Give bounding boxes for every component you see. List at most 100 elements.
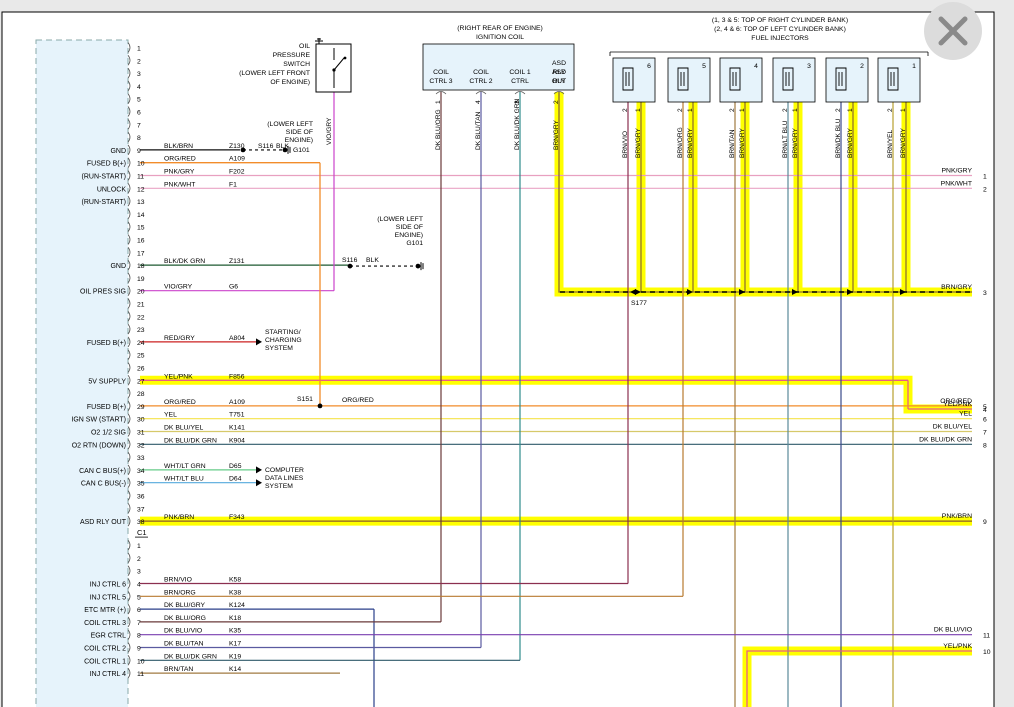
pcm-pin-label: CAN C BUS(+)	[79, 468, 126, 475]
pin-number: 3	[137, 569, 141, 576]
wire-end-label: BRN/GRY	[941, 284, 972, 291]
coil-pin-label: RLY	[553, 78, 566, 85]
wire-color-label: BRN/GRY	[739, 127, 746, 158]
pcm-pin-label: FUSED B(+)	[87, 404, 126, 411]
close-x-icon	[938, 16, 968, 46]
pin-number: 1	[435, 100, 442, 104]
wire-end-label: DK BLU/YEL	[933, 424, 973, 431]
wire-circuit-label: F1	[229, 181, 237, 188]
system-label: STARTING/	[265, 329, 301, 336]
pin-number: 34	[137, 468, 145, 475]
pcm-pin-label: (RUN-START)	[82, 199, 126, 206]
pin-notch	[127, 477, 131, 488]
wire-color-label: BRN/ORG	[677, 127, 684, 158]
wire-color-label: DK BLU/DK GRN	[164, 437, 217, 444]
bus-arrow	[630, 289, 636, 295]
pin-notch	[127, 247, 131, 258]
pcm-pin-label: IGN SW (START)	[71, 417, 126, 424]
pin-notch	[127, 195, 131, 207]
location-label: (LOWER LEFT	[377, 216, 423, 223]
pin-number: 1	[792, 108, 799, 112]
location-label: ENGINE)	[285, 137, 313, 144]
pcm-pin-label: O2 1/2 SIG	[91, 430, 126, 437]
pcm-module	[35, 39, 129, 707]
wire-color-label: BRN/LT BLU	[782, 120, 789, 158]
pin-notch	[127, 272, 131, 284]
coil-pin-label: OUT	[552, 78, 566, 85]
injector-number: 5	[702, 63, 706, 70]
pcm-pin-label: INJ CTRL 5	[90, 594, 126, 601]
pin-notch	[127, 157, 131, 168]
close-button[interactable]	[924, 2, 982, 60]
pin-number: 1	[687, 108, 694, 112]
wire-end-number: 8	[983, 442, 987, 449]
coil-pin-label: CTRL 2	[469, 78, 492, 85]
coil-pin-label: COIL 1	[509, 69, 530, 76]
coil-pin-label: ASD	[552, 60, 566, 67]
g101-dot	[282, 147, 288, 153]
pin-notch	[127, 400, 131, 412]
wire-color-label: PNK/WHT	[164, 181, 195, 188]
ground-icon	[315, 38, 323, 44]
coil-pin-label: COIL	[473, 69, 489, 76]
wire-end-number: 5	[983, 404, 987, 411]
wire-circuit-label: D64	[229, 476, 242, 483]
pin-number: 26	[137, 366, 145, 373]
pin-notch	[127, 578, 131, 589]
wire-circuit-label: K14	[229, 666, 241, 673]
pin-number: 7	[137, 620, 141, 627]
pin-notch	[127, 144, 131, 156]
coil-icon	[887, 67, 899, 91]
coil-pin-label: ASD	[552, 69, 566, 76]
pin-number: 2	[677, 108, 684, 112]
wire-end-label: YEL	[959, 411, 972, 418]
pin-notch	[127, 131, 131, 143]
pin-notch	[127, 375, 131, 386]
pin-number: 1	[137, 543, 141, 550]
wire-color-label: WHT/LT BLU	[164, 476, 204, 483]
pin-number: 11	[137, 671, 144, 678]
pcm-pin-label: EGR CTRL	[91, 633, 127, 640]
pin-notch	[127, 603, 131, 615]
pin-number: 2	[782, 108, 789, 112]
wire-color-label: BRN/GRY	[792, 127, 799, 158]
pin-number: 6	[137, 110, 141, 117]
bus-arrow	[792, 289, 798, 295]
wire-color-label: BRN/GRY	[553, 119, 560, 150]
pin-number: 18	[137, 263, 145, 270]
arrow-starting	[256, 338, 262, 346]
pin-number: 28	[137, 391, 145, 398]
pin-notch	[127, 170, 131, 181]
pcm-pin-label: COIL CTRL 3	[84, 620, 126, 627]
component-label: (1, 3 & 5: TOP OF RIGHT CYLINDER BANK)	[712, 17, 848, 24]
pin-number: 16	[137, 238, 145, 245]
wire-circuit-label: G6	[229, 284, 238, 291]
injector-number: 3	[807, 63, 811, 70]
wire-end-label: ORG/RED	[940, 398, 972, 405]
pin-number: 1	[847, 108, 854, 112]
pin-notch	[127, 298, 131, 309]
pin-notch	[127, 67, 131, 79]
wire-color-label: BRN/VIO	[622, 131, 629, 158]
wire-color-label: DK BLU/TAN	[164, 641, 204, 648]
ignition-coil	[422, 43, 575, 91]
component-label: FUEL INJECTORS	[751, 35, 809, 42]
pcm-pin-label: OIL PRES SIG	[80, 289, 126, 296]
wire-circuit-label: A109	[229, 156, 245, 163]
switch-pivot	[343, 56, 347, 60]
wire-color-label: BRN/GRY	[687, 127, 694, 158]
wire-color-label: DK BLU/DK GRN	[514, 98, 521, 150]
wire-circuit-label: K19	[229, 653, 241, 660]
pin-notch	[127, 285, 131, 296]
g101-dot	[415, 263, 421, 269]
splice-label: S151	[297, 396, 313, 403]
wire-end-label: YEL/PNK	[943, 643, 972, 650]
pcm-pin-label: GND	[110, 148, 126, 155]
wire-end-number: 3	[983, 290, 987, 297]
wire-end-number: 4	[983, 407, 987, 414]
pin-number: 8	[137, 633, 141, 640]
wire-end-number: 9	[983, 519, 987, 526]
fuel-injector	[612, 57, 656, 103]
pcm-pin-label: ASD RLY OUT	[80, 519, 127, 526]
wire-color-label: BRN/VIO	[164, 577, 192, 584]
